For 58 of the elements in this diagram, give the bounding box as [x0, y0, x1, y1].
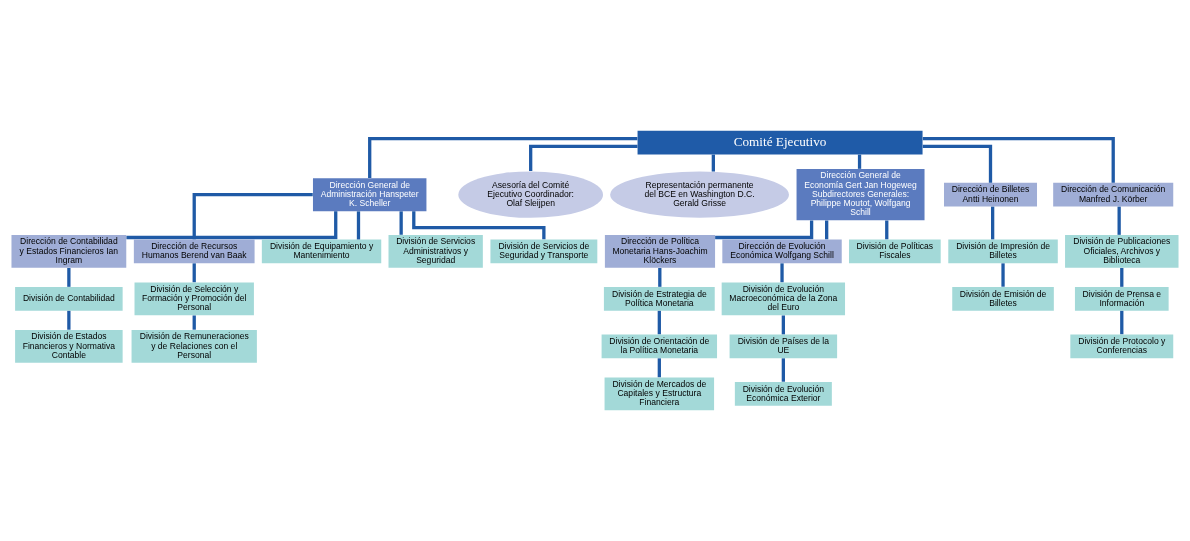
node-box: División de Estrategia de Política Monetaria [603, 287, 715, 311]
connector [412, 211, 546, 240]
node-ellipse: Representación permanente del BCE en Washington D.C. Gerald Grisse [610, 171, 789, 218]
connector [1117, 206, 1121, 235]
node-box: División de Políticas Fiscales [849, 239, 941, 264]
connector [711, 154, 715, 172]
node-box: Dirección General de Economía Gert Jan Hogeweg Subdirectores Generales: Philippe Moutot, Wolfgang Schill [796, 168, 925, 221]
connector [885, 220, 889, 240]
node-box: Dirección de Comunicación Manfred J. Körber [1053, 182, 1174, 207]
node-box: División de Remuneraciones y de Relaciones con el Personal [131, 329, 257, 363]
node-box: División de Selección y Formación y Promoción del Personal [134, 282, 254, 316]
connector [1120, 310, 1124, 335]
node-box: División de Contabilidad [15, 287, 123, 311]
node-box: División de Protocolo y Conferencias [1070, 334, 1174, 359]
node-box: División de Publicaciones Oficiales, Archivos y Biblioteca [1065, 234, 1179, 268]
connector [192, 193, 313, 240]
connector [657, 310, 661, 335]
connector [922, 136, 1115, 183]
connector [922, 144, 993, 183]
connector [658, 268, 662, 287]
node-box: División de Mercados de Capitales y Estructura Financiera [604, 377, 715, 411]
connector [991, 206, 995, 240]
node-box: División de Evolución Macroeconómica de la Zona del Euro [721, 282, 846, 316]
node-box: División de Servicios Administrativos y Seguridad [388, 234, 483, 268]
node-box: Dirección de Evolución Económica Wolfgang Schill [722, 239, 842, 264]
node-box: División de Evolución Económica Exterior [734, 382, 832, 406]
node-box: Dirección de Contabilidad y Estados Financieros Ian Ingram [11, 234, 127, 268]
connector [356, 211, 361, 240]
connector [192, 263, 196, 283]
connector [657, 358, 661, 378]
connector [399, 211, 403, 235]
node-box: División de Impresión de Billetes [948, 239, 1058, 264]
connector [67, 268, 71, 287]
connector [1120, 268, 1124, 287]
connector [126, 211, 338, 240]
connector [781, 315, 785, 335]
connector [715, 220, 814, 240]
connector [529, 144, 638, 172]
connector [67, 310, 71, 330]
connector [1001, 263, 1005, 287]
node-box: División de Equipamiento y Mantenimiento [261, 239, 382, 264]
connector [368, 136, 638, 179]
node-box: División de Orientación de la Política Monetaria [601, 334, 718, 359]
node-box: División de Estados Financieros y Normativa Contable [15, 329, 123, 363]
node-box: Dirección General de Administración Hanspeter K. Scheller [312, 178, 427, 212]
connector [825, 220, 829, 240]
node-ellipse: Asesoría del Comité Ejecutivo Coordinador: Olaf Sleijpen [458, 171, 604, 218]
node-box: Dirección de Billetes Antti Heinonen [944, 182, 1037, 207]
node-box: División de Emisión de Billetes [952, 287, 1054, 311]
node-box: Dirección de Política Monetaria Hans-Joachim Klöckers [604, 234, 716, 268]
node-box: Dirección de Recursos Humanos Berend van Baak [133, 239, 255, 264]
node-box: Comité Ejecutivo [637, 130, 923, 155]
connector [780, 263, 784, 283]
connector [192, 315, 196, 330]
node-box: División de Países de la UE [729, 334, 838, 359]
node-box: División de Servicios de Seguridad y Transporte [490, 239, 598, 264]
node-box: División de Prensa e Información [1074, 287, 1169, 311]
connector [781, 358, 785, 382]
